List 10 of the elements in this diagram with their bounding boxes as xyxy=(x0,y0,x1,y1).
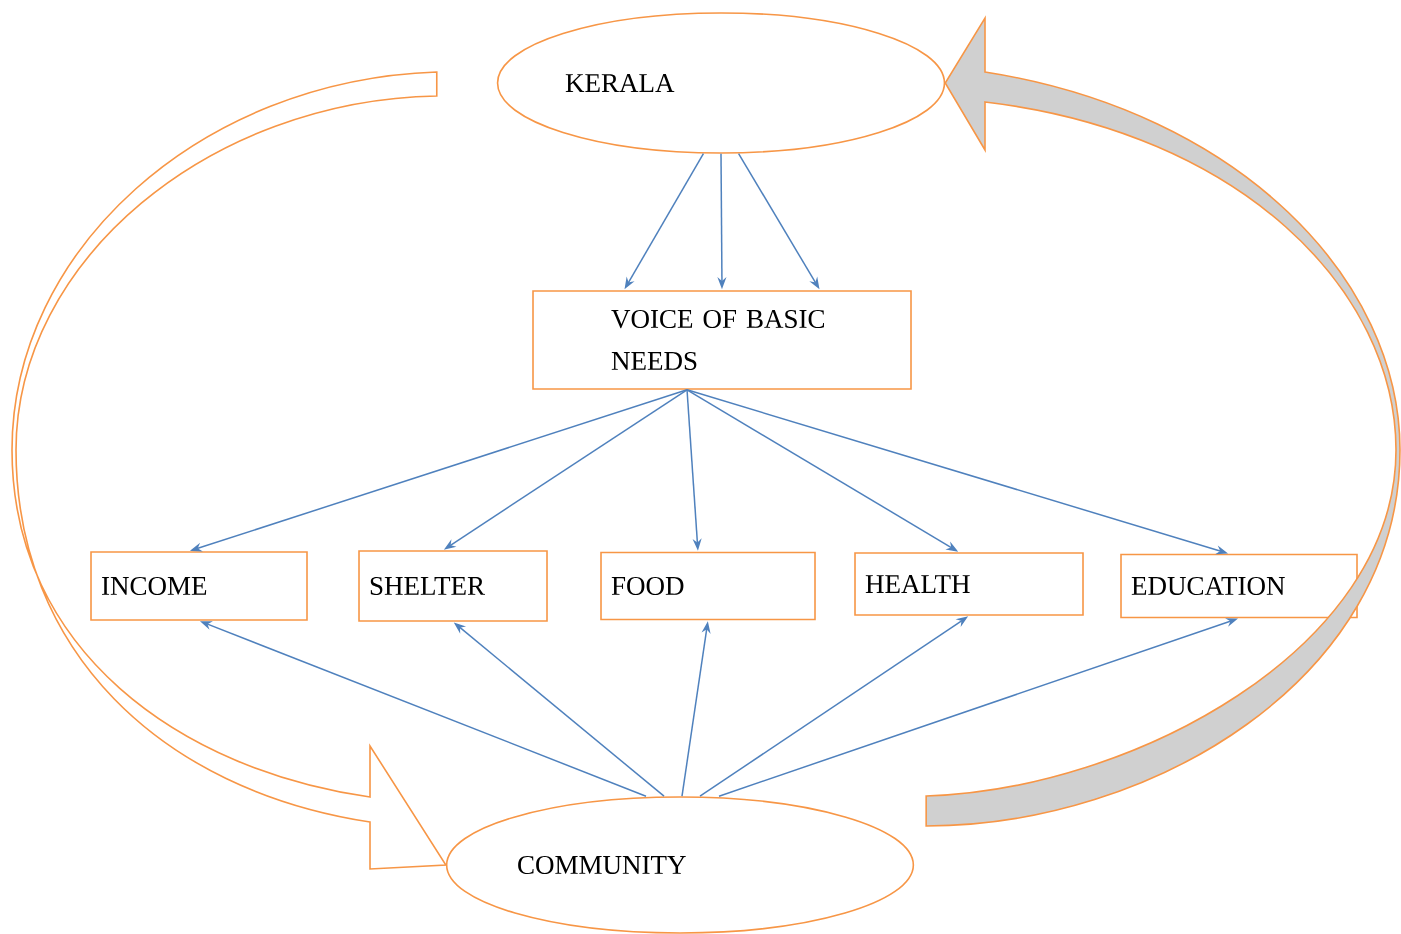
text-box: VOICE OF BASIC NEEDS xyxy=(532,290,912,390)
text-box: SHELTER xyxy=(358,550,548,622)
text-box: FOOD xyxy=(600,551,816,621)
ellipse-node: KERALA xyxy=(496,12,946,154)
curved-block-arrow xyxy=(11,71,447,870)
text-box: HEALTH xyxy=(854,552,1084,616)
curved-block-arrow xyxy=(925,17,1401,827)
text-box: EDUCATION xyxy=(1120,553,1358,619)
ellipse-node: COMMUNITY xyxy=(445,796,915,934)
text-box: INCOME xyxy=(90,551,308,621)
